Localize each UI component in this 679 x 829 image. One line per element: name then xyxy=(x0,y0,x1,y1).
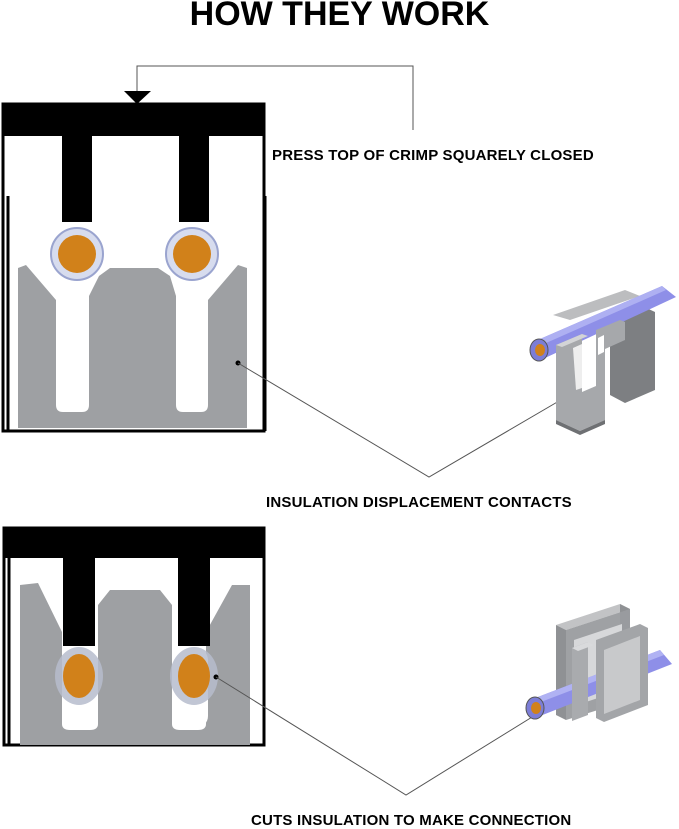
idc-contact-plate-closed xyxy=(20,583,250,745)
idc-connector-open xyxy=(529,286,676,435)
press-arrowhead xyxy=(124,91,151,104)
crimp-ram-closed xyxy=(4,528,264,558)
page-title: HOW THEY WORK xyxy=(189,0,490,33)
top-panel xyxy=(1,102,267,433)
idc-leader-line xyxy=(237,362,572,478)
cuts-label: CUTS INSULATION TO MAKE CONNECTION xyxy=(251,812,572,829)
cuts-leader-line xyxy=(215,676,580,796)
wire-left xyxy=(50,227,104,281)
bottom-panel xyxy=(2,526,266,747)
wire-right xyxy=(165,227,219,281)
ram-finger-right xyxy=(179,134,209,222)
press-arrow xyxy=(136,65,414,130)
wire-cut-right xyxy=(170,647,218,705)
idc-connector-closed xyxy=(525,604,672,722)
crimp-ram xyxy=(3,104,264,136)
ram-finger-left xyxy=(62,134,92,222)
idc-contact-plate xyxy=(18,265,247,428)
press-label: PRESS TOP OF CRIMP SQUARELY CLOSED xyxy=(272,147,594,164)
idc-label: INSULATION DISPLACEMENT CONTACTS xyxy=(266,494,572,511)
wire-cut-left xyxy=(55,647,103,705)
